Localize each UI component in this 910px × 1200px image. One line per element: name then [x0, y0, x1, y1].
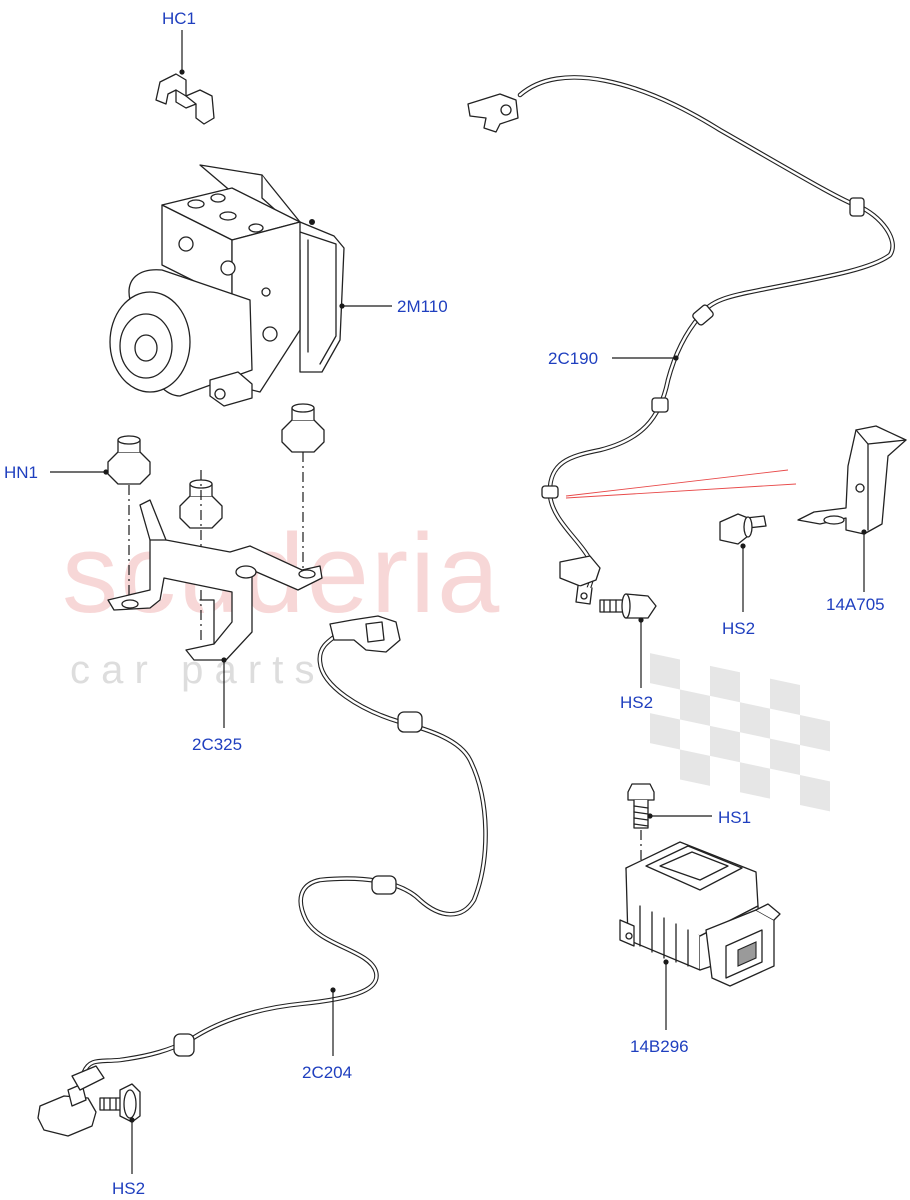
callout-2c190: 2C190: [548, 349, 598, 368]
wheel-speed-sensor-cable-lower: [37, 615, 488, 1137]
hn1-nut-left: [107, 435, 151, 485]
callout-hs2-bottom: HS2: [112, 1179, 145, 1198]
mounting-bracket: [107, 499, 323, 661]
sensor-bracket: [797, 425, 907, 535]
hs2-bolt-bottom: [99, 1083, 141, 1123]
callout-hs1: HS1: [718, 808, 751, 827]
callout-2c204: 2C204: [302, 1063, 352, 1082]
callout-14b296: 14B296: [630, 1037, 689, 1056]
abs-modulator-unit: [109, 164, 345, 407]
yaw-rate-sensor: [619, 841, 781, 987]
hs1-bolt: [627, 783, 655, 829]
callout-labels: HC1 2M110 HN1 2C325 2C190 14A705 HS2 HS2…: [4, 9, 885, 1198]
callout-14a705: 14A705: [826, 595, 885, 614]
hc1-clip: [155, 73, 215, 125]
checkered-flag-watermark: [650, 653, 830, 812]
wheel-speed-sensor-cable-upper: [467, 75, 895, 605]
hs2-bolt-center: [599, 593, 657, 619]
leader-lines: [50, 30, 867, 1174]
callout-2c325: 2C325: [192, 735, 242, 754]
callout-hs2-right: HS2: [722, 619, 755, 638]
callout-hs2-center: HS2: [620, 693, 653, 712]
callout-hn1: HN1: [4, 463, 38, 482]
callout-hc1: HC1: [162, 9, 196, 28]
hn1-nut-right: [281, 403, 325, 453]
hs2-bolt-right: [719, 513, 767, 545]
callout-2m110: 2M110: [397, 297, 448, 316]
